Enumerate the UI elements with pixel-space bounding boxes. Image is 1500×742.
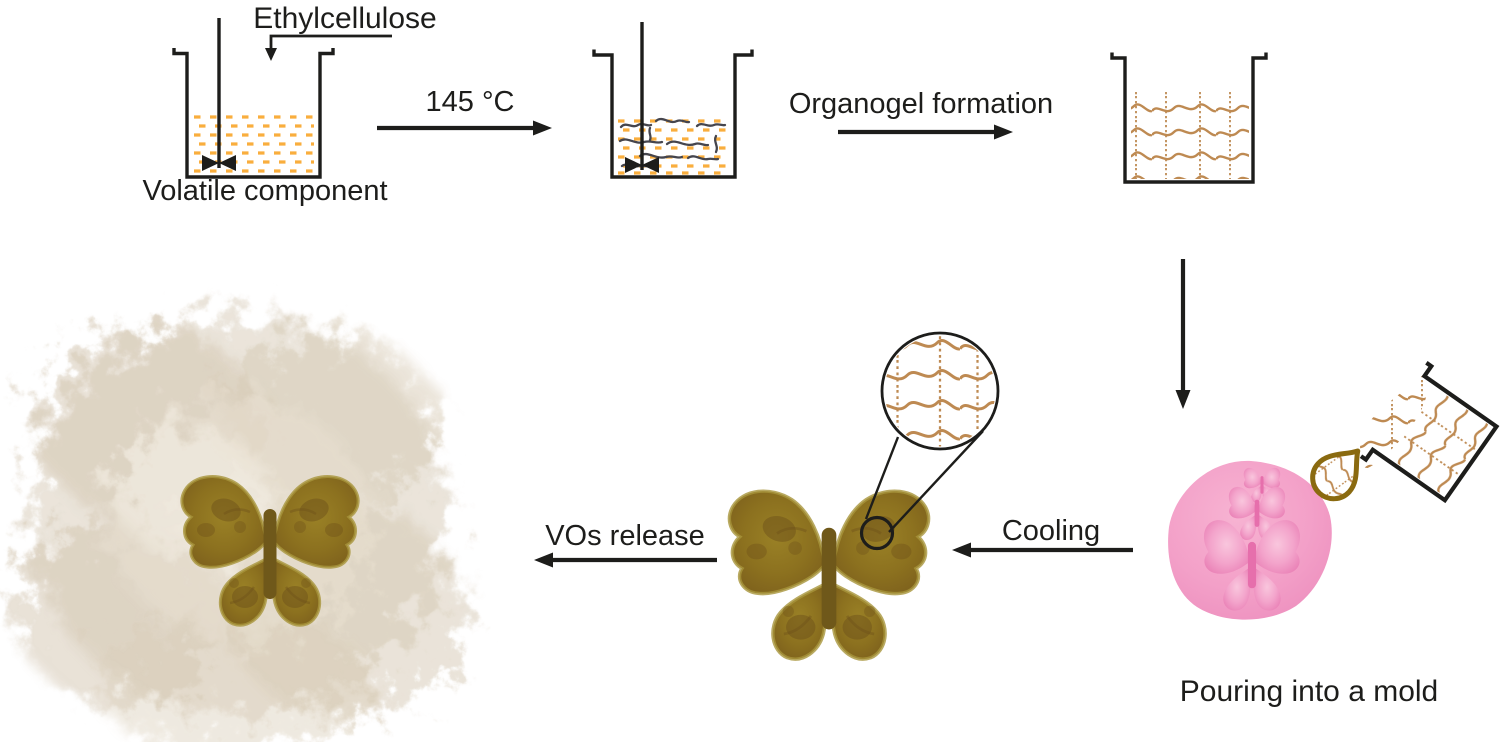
stirrer [625, 22, 659, 173]
cooling-label: Cooling [1002, 515, 1100, 547]
gel-network [1131, 90, 1249, 179]
volatile-component-label: Volatile component [142, 175, 387, 207]
heated-beaker [592, 49, 754, 179]
pouring-into-mold-label: Pouring into a mold [1180, 675, 1439, 708]
pouring-gel-stream [1360, 372, 1429, 468]
beaker-outline [172, 48, 335, 179]
magnifier-focus-circle [859, 515, 895, 551]
organogel-formation-arrow [838, 124, 1013, 140]
temperature-label: 145 °C [426, 86, 515, 118]
gel-network [1389, 388, 1495, 498]
ethylcellulose-label: Ethylcellulose [253, 2, 436, 35]
tilted-pouring-beaker [1359, 361, 1500, 504]
silicone-mold [1168, 460, 1332, 620]
dissolving-polymer-chains [618, 117, 727, 168]
gel-droplet [1303, 436, 1374, 508]
mixing-beaker [172, 48, 335, 179]
organogel-beaker [1110, 52, 1268, 184]
butterfly-gel-molded [727, 489, 931, 661]
beaker-outline [1110, 52, 1268, 184]
organogel-formation-label: Organogel formation [789, 88, 1053, 120]
vos-release-label: VOs release [545, 520, 705, 552]
stirrer [202, 18, 236, 171]
beaker-outline [592, 49, 754, 179]
ethylcellulose-pointer-arrow [265, 34, 392, 61]
pouring-arrow-down [1175, 259, 1191, 409]
magnifier-inset [859, 331, 1000, 551]
heating-arrow [377, 120, 552, 136]
magnified-gel-network [884, 335, 996, 447]
beaker-outline [1359, 361, 1500, 504]
vos-release-arrow [534, 552, 717, 568]
cooling-arrow [952, 542, 1133, 558]
